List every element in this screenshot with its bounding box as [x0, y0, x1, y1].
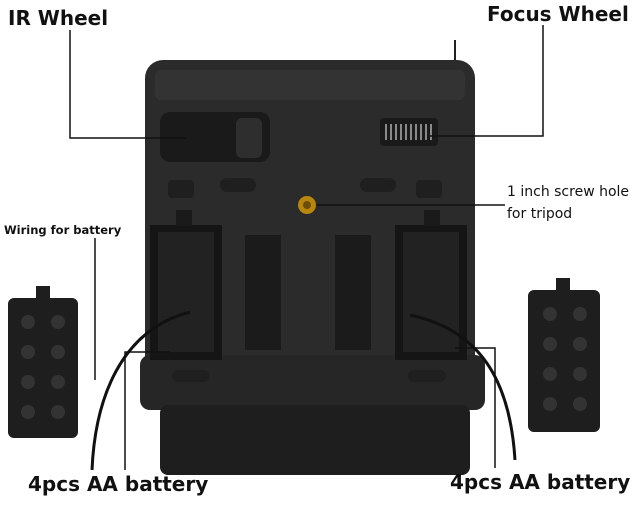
battery-label-right: 4pcs AA battery — [450, 470, 631, 494]
battery-compartment-left — [150, 210, 222, 360]
battery-cover-right — [528, 278, 600, 432]
screw-hole-label-line2: for tripod — [507, 206, 573, 222]
button-pads — [168, 178, 442, 198]
wiring-label: Wiring for battery — [4, 223, 122, 237]
battery-label-left: 4pcs AA battery — [28, 472, 209, 496]
ir-wheel[interactable] — [160, 112, 270, 162]
focus-wheel-label: Focus Wheel — [487, 2, 629, 26]
callout-lines — [69, 25, 544, 470]
screw-hole-label-line1: 1 inch screw hole — [507, 184, 630, 200]
focus-wheel[interactable] — [380, 118, 438, 146]
battery-compartment-right — [395, 210, 467, 360]
grille-left — [245, 235, 281, 350]
grille-right — [335, 235, 371, 350]
ir-wheel-label: IR Wheel — [8, 6, 109, 30]
battery-cover-left — [8, 286, 78, 438]
